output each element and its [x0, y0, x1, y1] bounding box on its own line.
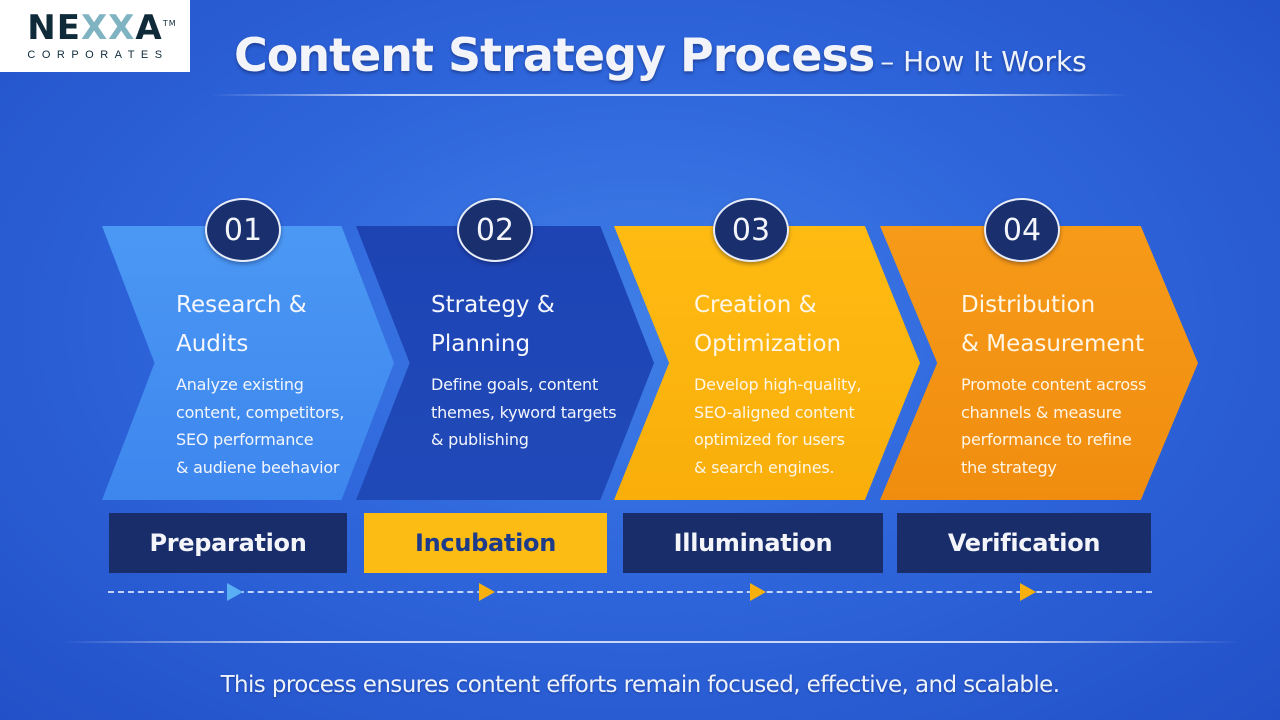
footer-divider	[60, 641, 1240, 643]
timeline-arrow-icon	[1020, 583, 1036, 601]
step-description: Define goals, content themes, kyword tar…	[431, 375, 617, 449]
timeline-arrow-icon	[227, 583, 243, 601]
step-content-4: Distribution & Measurement Promote conte…	[961, 286, 1146, 481]
footer-caption: This process ensures content efforts rem…	[220, 672, 1060, 698]
page-title: Content Strategy Process– How It Works	[234, 28, 1087, 82]
step-number-badge-3: 03	[713, 198, 789, 262]
step-title: Creation & Optimization	[694, 292, 842, 357]
timeline-arrow-icon	[479, 583, 495, 601]
step-content-1: Research & Audits Analyze existing conte…	[176, 286, 344, 481]
phase-label-preparation: Preparation	[109, 513, 347, 573]
logo-trademark: TM	[162, 19, 177, 28]
step-description: Analyze existing content, competitors, S…	[176, 375, 345, 477]
step-content-2: Strategy & Planning Define goals, conten…	[431, 286, 617, 454]
logo-subtitle: CORPORATES	[27, 49, 169, 61]
step-title: Strategy & Planning	[431, 292, 555, 357]
title-divider	[210, 94, 1130, 96]
step-description: Develop high-quality, SEO-aligned conten…	[694, 375, 862, 477]
timeline-arrow-icon	[750, 583, 766, 601]
step-number-badge-4: 04	[984, 198, 1060, 262]
step-number-badge-2: 02	[457, 198, 533, 262]
logo-word-mid: XX	[80, 8, 136, 48]
page-title-sub: – How It Works	[880, 45, 1087, 78]
phase-label-incubation: Incubation	[364, 513, 607, 573]
phase-label-illumination: Illumination	[623, 513, 883, 573]
logo-word-right: A	[135, 8, 163, 48]
step-title: Distribution & Measurement	[961, 292, 1145, 357]
step-title: Research & Audits	[176, 292, 307, 357]
timeline-dashed-line	[108, 591, 1152, 593]
phase-label-verification: Verification	[897, 513, 1151, 573]
step-content-3: Creation & Optimization Develop high-qua…	[694, 286, 861, 481]
logo-word-left: NE	[27, 8, 81, 48]
step-description: Promote content across channels & measur…	[961, 375, 1147, 477]
page-title-main: Content Strategy Process	[234, 28, 875, 82]
step-number-badge-1: 01	[205, 198, 281, 262]
